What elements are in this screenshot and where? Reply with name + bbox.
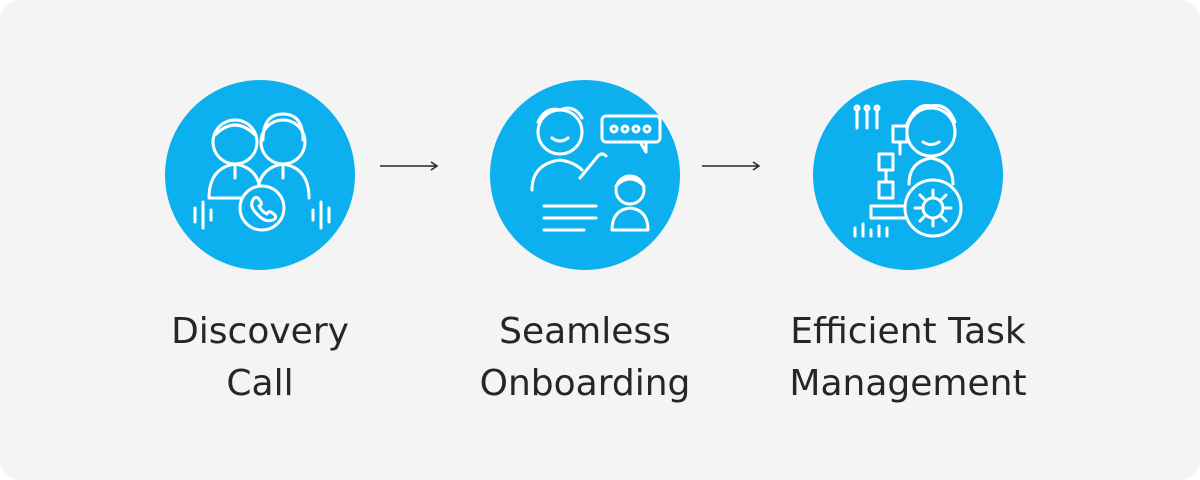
- step-label: Efficient Task Management: [758, 306, 1058, 410]
- step-label-line-2: Onboarding: [479, 363, 691, 404]
- step-discovery-call: Discovery Call: [110, 80, 410, 410]
- step-circle: [490, 80, 680, 270]
- task-management-icon: [853, 103, 963, 238]
- step-label-line-1: Discovery: [171, 311, 349, 352]
- discovery-call-icon: [193, 112, 331, 232]
- step-circle: [165, 80, 355, 270]
- onboarding-icon: [530, 106, 662, 232]
- step-circle: [813, 80, 1003, 270]
- step-label-line-2: Management: [789, 363, 1027, 404]
- arrow-right-icon: [702, 161, 761, 171]
- step-label-line-1: Efficient Task: [790, 311, 1026, 352]
- step-label-line-1: Seamless: [499, 311, 671, 352]
- step-seamless-onboarding: Seamless Onboarding: [435, 80, 735, 410]
- step-label: Discovery Call: [110, 306, 410, 410]
- step-label: Seamless Onboarding: [435, 306, 735, 410]
- step-efficient-task-management: Efficient Task Management: [758, 80, 1058, 410]
- step-label-line-2: Call: [226, 363, 294, 404]
- arrow-right-icon: [380, 161, 439, 171]
